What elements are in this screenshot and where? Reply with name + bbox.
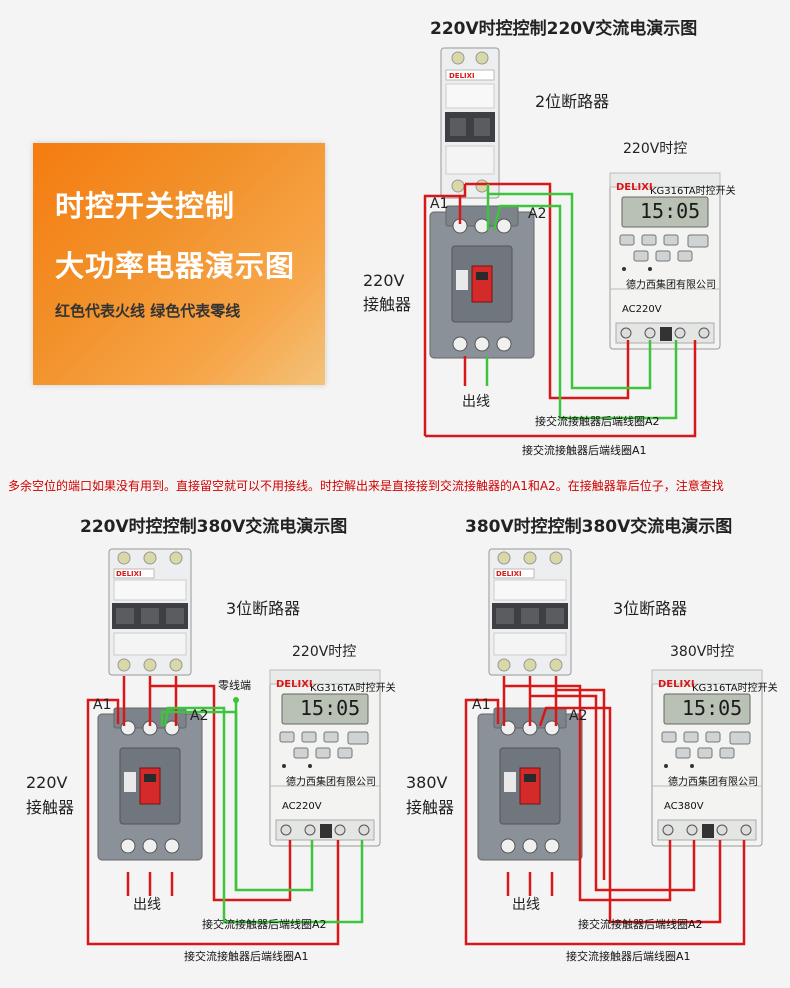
diagram1-contactor-voltage: 220V <box>363 271 405 290</box>
diagram2-neutral-label: 零线端 <box>218 679 251 692</box>
diagram2-timer-label: 220V时控 <box>292 644 357 660</box>
diagram3-breaker-label: 3位断路器 <box>613 599 688 618</box>
title-banner: 时控开关控制 大功率电器演示图 红色代表火线 绿色代表零线 <box>33 143 325 385</box>
diagram1-wiring <box>423 47 721 438</box>
timer1-display: 15:05 <box>640 199 701 223</box>
timer3-power: AC380V <box>664 801 704 812</box>
diagram1-a1-label: A1 <box>430 196 449 212</box>
diagram3-title: 380V时控控制380V交流电演示图 <box>465 517 733 537</box>
diagram3-contactor-voltage: 380V <box>406 773 448 792</box>
timer1-company: 德力西集团有限公司 <box>626 280 716 291</box>
diagram1-timer-label: 220V时控 <box>623 141 688 157</box>
diagram3-a2-label: A2 <box>569 708 588 724</box>
diagram2-a2-label: A2 <box>190 708 209 724</box>
diagram2-breaker <box>108 548 192 676</box>
diagram1-a2-label: A2 <box>528 206 547 222</box>
diagram2-contactor <box>97 707 203 861</box>
timer2-display: 15:05 <box>300 696 361 720</box>
diagram1-breaker <box>440 47 500 199</box>
diagram3-coil-a2-label: 接交流接触器后端线圈A2 <box>578 918 703 931</box>
timer3-brand: DELIXI <box>658 679 695 690</box>
diagram3-contactor <box>477 707 583 861</box>
diagram1-contactor <box>429 205 535 359</box>
diagram2-contactor-label: 接触器 <box>26 798 75 817</box>
diagram2-coil-a2-label: 接交流接触器后端线圈A2 <box>202 918 327 931</box>
timer2-power: AC220V <box>282 801 322 812</box>
banner-title-line2: 大功率电器演示图 <box>55 249 296 283</box>
diagram2-contactor-voltage: 220V <box>26 773 68 792</box>
timer3-company: 德力西集团有限公司 <box>668 777 758 788</box>
diagram2-output-label: 出线 <box>133 897 161 913</box>
timer3-model: KG316TA时控开关 <box>692 683 778 694</box>
diagram1-contactor-label: 接触器 <box>363 295 412 314</box>
diagram1-title: 220V时控控制220V交流电演示图 <box>430 19 698 39</box>
diagram1-output-label: 出线 <box>462 394 490 410</box>
diagram3-output-label: 出线 <box>512 897 540 913</box>
diagram2-a1-label: A1 <box>93 697 112 713</box>
diagram3-a1-label: A1 <box>472 697 491 713</box>
diagram2-coil-a1-label: 接交流接触器后端线圈A1 <box>184 950 309 963</box>
timer1-brand: DELIXI <box>616 182 653 193</box>
timer2-model: KG316TA时控开关 <box>310 683 396 694</box>
timer2-brand: DELIXI <box>276 679 313 690</box>
diagram1-coil-a1-label: 接交流接触器后端线圈A1 <box>522 444 647 457</box>
diagram3-wiring <box>464 548 763 946</box>
timer2-company: 德力西集团有限公司 <box>286 777 376 788</box>
diagram2-title: 220V时控控制380V交流电演示图 <box>80 517 348 537</box>
timer1-power: AC220V <box>622 304 662 315</box>
diagram3-coil-a1-label: 接交流接触器后端线圈A1 <box>566 950 691 963</box>
diagram1-breaker-label: 2位断路器 <box>535 92 610 111</box>
diagram3-timer-label: 380V时控 <box>670 644 735 660</box>
banner-legend: 红色代表火线 绿色代表零线 <box>55 302 241 320</box>
banner-title-line1: 时控开关控制 <box>55 189 236 223</box>
diagram1-coil-a2-label: 接交流接触器后端线圈A2 <box>535 415 660 428</box>
diagram3-breaker <box>488 548 572 676</box>
timer3-display: 15:05 <box>682 696 743 720</box>
timer1-model: KG316TA时控开关 <box>650 186 736 197</box>
diagram2-breaker-label: 3位断路器 <box>226 599 301 618</box>
wiring-notice: 多余空位的端口如果没有用到。直接留空就可以不用接线。时控解出来是直接接到交流接触… <box>8 479 724 493</box>
diagram3-contactor-label: 接触器 <box>406 798 455 817</box>
diagram2-wiring <box>86 548 381 946</box>
